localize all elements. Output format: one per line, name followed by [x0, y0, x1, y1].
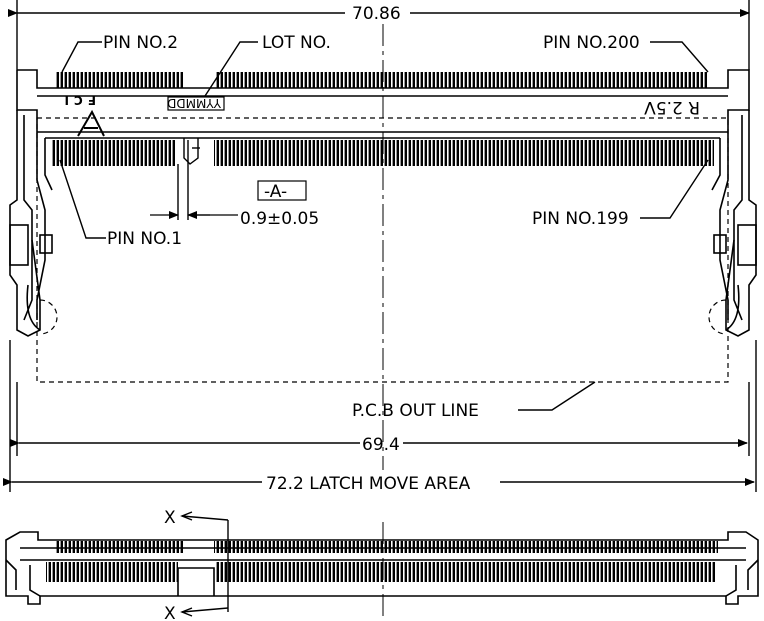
label-pcb-outline: P.C.B OUT LINE — [352, 401, 479, 421]
datum-a: -A- — [264, 182, 287, 202]
dim-overall-value: 70.86 — [352, 4, 401, 24]
dim-pcb-value: 69.4 — [362, 435, 400, 455]
voltage-mark: R 2.5V — [644, 97, 700, 117]
fci-logo: FCI — [60, 93, 96, 107]
pcb-outline — [36, 117, 729, 383]
label-pin-no-200: PIN NO.200 — [543, 33, 640, 53]
dim-latch — [3, 340, 757, 492]
right-latch — [713, 110, 757, 337]
leader-lines — [59, 41, 709, 411]
top-pin-row-right — [216, 72, 708, 88]
label-pin-no-199: PIN NO.199 — [532, 209, 629, 229]
section-label-bottom: X — [164, 604, 176, 621]
bottom-pin-row-right — [214, 140, 714, 166]
left-latch — [9, 110, 53, 337]
side-pins-upper-left — [56, 541, 184, 553]
section-line — [180, 511, 229, 617]
top-pin-row-left — [56, 72, 184, 88]
label-pin-no-1: PIN NO.1 — [107, 229, 182, 249]
side-pins-lower-right — [216, 562, 716, 582]
bottom-pin-row-left — [52, 140, 176, 166]
side-pins-upper-right — [214, 541, 718, 553]
key-notch — [177, 138, 200, 220]
date-code-box: YYMMDD — [167, 96, 225, 111]
section-label-top: X — [164, 508, 176, 528]
triangle-mark — [77, 109, 105, 137]
dim-pcb — [10, 382, 750, 456]
dim-pitch-value: 0.9±0.05 — [240, 209, 319, 229]
label-pin-no-2: PIN NO.2 — [103, 33, 178, 53]
brand-mark-text: FCI — [60, 93, 96, 107]
dim-latch-value: 72.2 LATCH MOVE AREA — [266, 474, 471, 494]
label-lot-no: LOT NO. — [262, 33, 331, 53]
dim-overall — [8, 0, 750, 70]
svg-text:YYMMDD: YYMMDD — [167, 96, 222, 110]
side-pins-lower-left — [46, 562, 178, 582]
dim-pitch — [150, 180, 307, 219]
